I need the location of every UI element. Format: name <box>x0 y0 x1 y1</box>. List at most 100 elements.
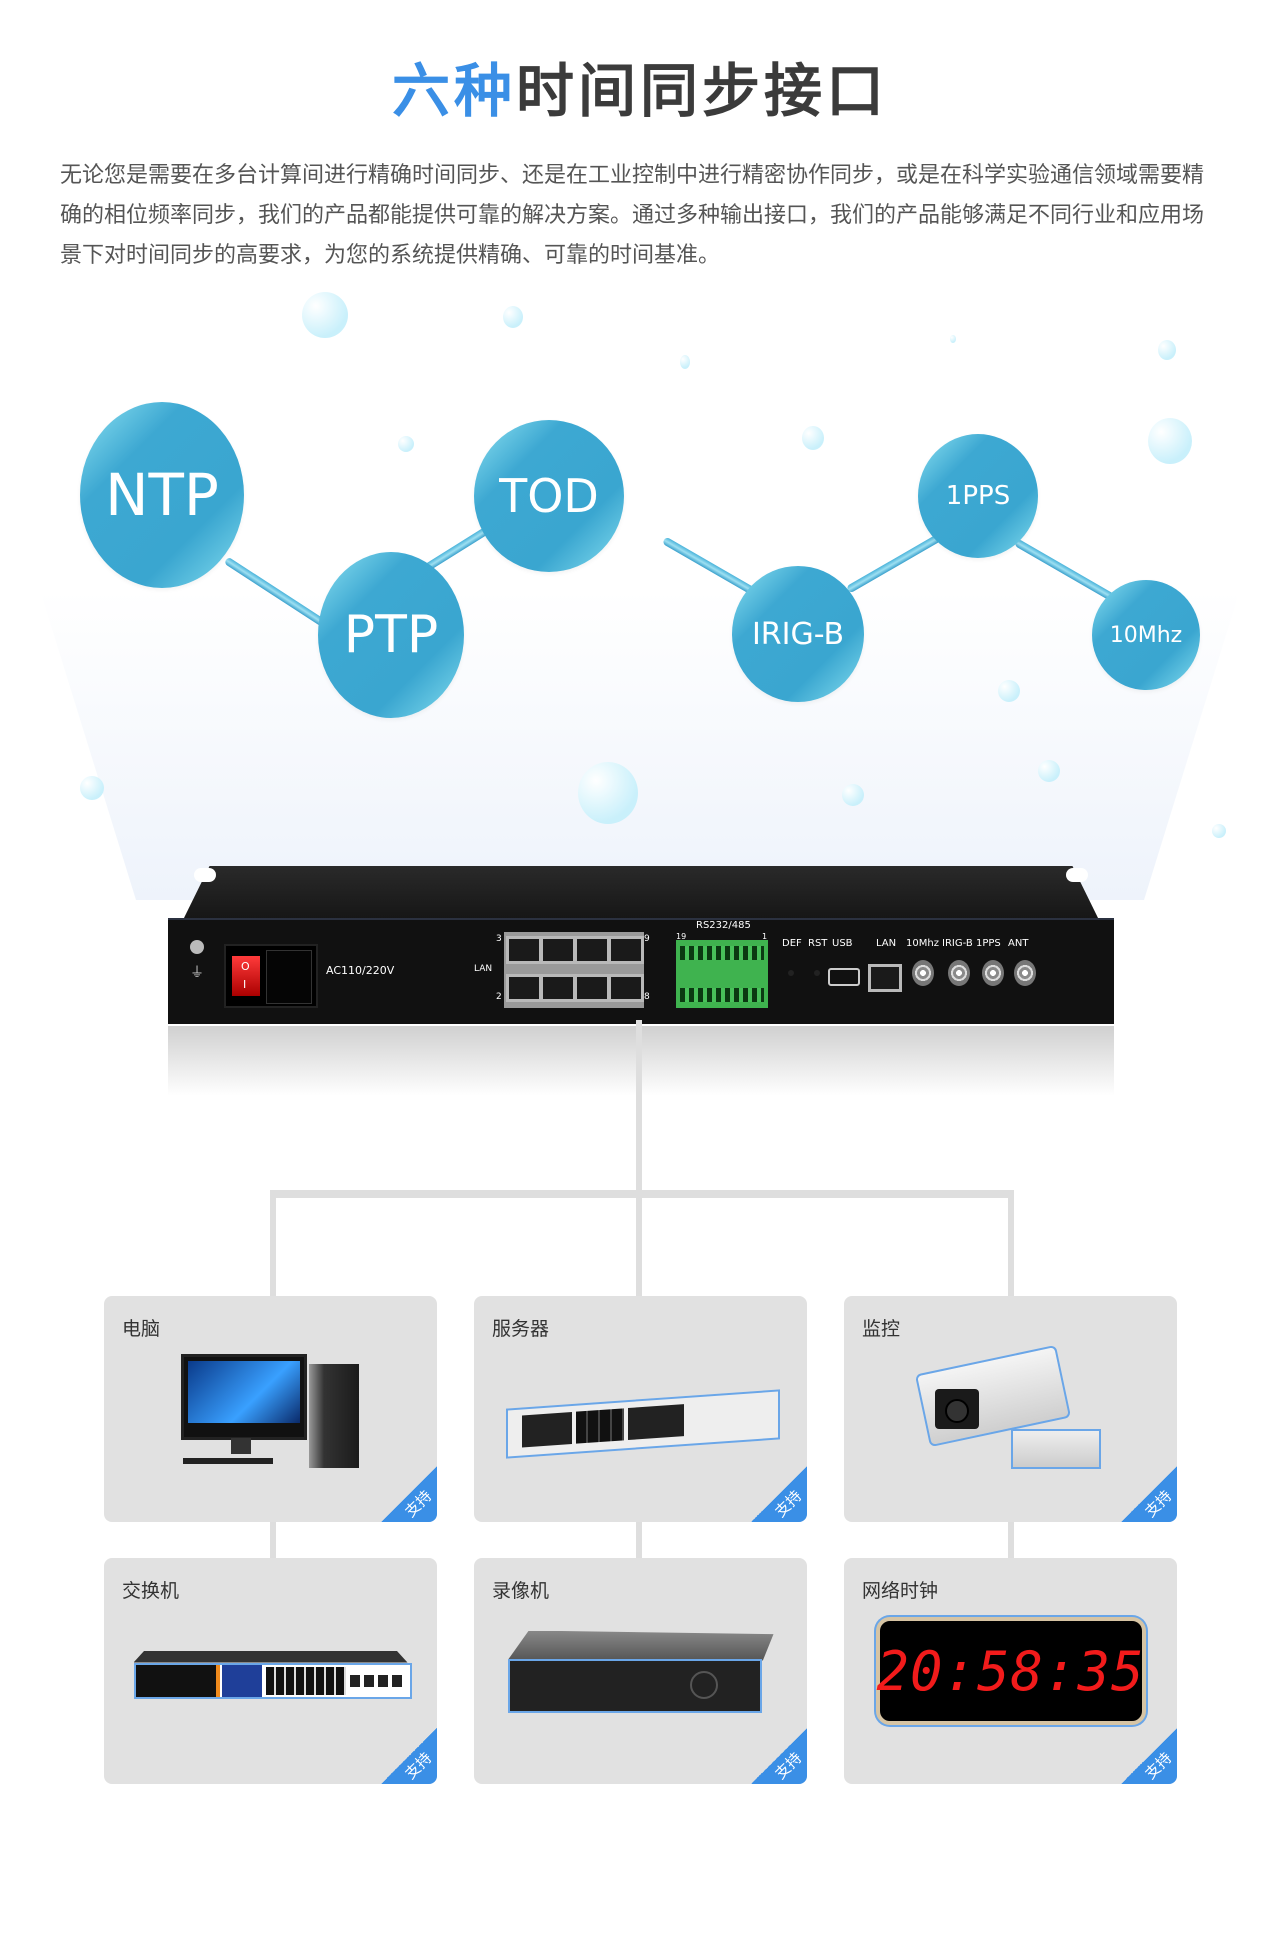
support-badge: 支持 <box>1121 1728 1177 1784</box>
rack-server-icon <box>505 1379 780 1459</box>
card-title: 网络时钟 <box>862 1580 939 1602</box>
lan-port[interactable] <box>608 974 644 1002</box>
interface-node-ptp: PTP <box>318 552 464 718</box>
lan-group-label: LAN <box>474 964 493 974</box>
connector-tod-irigb <box>662 536 760 598</box>
page-title: 六种时间同步接口 <box>0 44 1280 128</box>
serial-terminal-block[interactable] <box>676 940 768 1008</box>
management-lan-port[interactable] <box>868 964 902 992</box>
card-title: 监控 <box>862 1318 901 1340</box>
lan-port-block <box>504 932 644 1008</box>
bnc-connector-10mhz[interactable] <box>912 960 934 986</box>
bubble-decoration <box>302 292 348 338</box>
tree-drop-right <box>1008 1190 1014 1300</box>
support-badge: 支持 <box>381 1466 437 1522</box>
tree-branch <box>270 1190 1014 1198</box>
bubble-decoration <box>998 680 1020 702</box>
security-camera-icon <box>914 1344 1101 1479</box>
interface-label: NTP <box>105 461 219 529</box>
rst-label: RST <box>808 938 828 949</box>
support-badge: 支持 <box>381 1728 437 1784</box>
clock-time: 20:58:35 <box>876 1639 1145 1703</box>
ground-screw-icon <box>190 940 204 954</box>
rack-ear-hole <box>1066 868 1088 882</box>
lan-port[interactable] <box>540 936 576 964</box>
tree-link <box>636 1520 642 1560</box>
bubble-decoration <box>1212 824 1226 838</box>
card-title: 服务器 <box>492 1318 550 1340</box>
title-rest: 时间同步接口 <box>516 57 889 125</box>
output-label: 1PPS <box>976 938 1001 949</box>
serial-pin-label: 1 <box>762 932 768 941</box>
network-switch-icon <box>133 1650 412 1701</box>
device-card-recorder: 录像机 支持 <box>474 1558 807 1784</box>
bubble-decoration <box>398 436 414 452</box>
bnc-connector-1pps[interactable] <box>982 960 1004 986</box>
desktop-computer-icon <box>180 1353 361 1474</box>
interface-label: 10Mhz <box>1109 622 1183 648</box>
bnc-connector-irigb[interactable] <box>948 960 970 986</box>
device-card-surveillance: 监控 支持 <box>844 1296 1177 1522</box>
power-inlet <box>266 950 312 1004</box>
interface-node-irigb: IRIG-B <box>732 566 864 702</box>
lan-port[interactable] <box>506 974 542 1002</box>
lan-port[interactable] <box>540 974 576 1002</box>
rack-front-panel: ⏚ O I AC110/220V LAN 3 9 2 8 RS232/485 1… <box>168 918 1114 1024</box>
serial-label: RS232/485 <box>696 920 751 931</box>
support-badge: 支持 <box>1121 1466 1177 1522</box>
bubble-decoration <box>802 426 824 450</box>
interface-label: IRIG-B <box>751 616 845 652</box>
interface-node-tod: TOD <box>474 420 624 572</box>
digital-clock-icon: 20:58:35 <box>875 1617 1146 1725</box>
def-label: DEF <box>782 938 802 949</box>
badge-label: 支持 <box>771 1748 806 1783</box>
power-switch-module: O I <box>224 944 318 1008</box>
terminal-row <box>680 988 764 1002</box>
tree-link <box>1008 1520 1014 1560</box>
bubble-decoration <box>80 776 104 800</box>
card-title: 录像机 <box>492 1580 550 1602</box>
rack-ear-hole <box>194 868 216 882</box>
connector-irigb-1pps <box>846 530 947 594</box>
lan-port[interactable] <box>574 974 610 1002</box>
interface-label: TOD <box>499 469 599 523</box>
clock-display: 20:58:35 <box>875 1617 1146 1725</box>
power-switch[interactable]: O I <box>232 956 260 996</box>
rack-chassis-top <box>182 866 1100 922</box>
lan-port-number: 3 <box>496 934 502 944</box>
badge-label: 支持 <box>1141 1486 1176 1521</box>
output-label: ANT <box>1008 938 1029 949</box>
def-button[interactable] <box>788 970 794 976</box>
tree-drop-left <box>270 1190 276 1300</box>
lan-port[interactable] <box>574 936 610 964</box>
switch-off-mark: O <box>241 960 250 973</box>
card-title: 交换机 <box>122 1580 180 1602</box>
time-server-rear-panel: ⏚ O I AC110/220V LAN 3 9 2 8 RS232/485 1… <box>168 866 1114 1026</box>
lan-port[interactable] <box>506 936 542 964</box>
background-fan <box>40 590 1240 900</box>
video-recorder-icon <box>507 1630 774 1721</box>
usb-port[interactable] <box>828 968 860 986</box>
bnc-connector-ant[interactable] <box>1014 960 1036 986</box>
bubble-decoration <box>1038 760 1060 782</box>
badge-label: 支持 <box>771 1486 806 1521</box>
device-card-computer: 电脑 支持 <box>104 1296 437 1522</box>
tree-link <box>270 1520 276 1560</box>
lan-port-number: 9 <box>644 934 650 944</box>
power-label: AC110/220V <box>326 964 395 977</box>
lan-port-number: 8 <box>644 992 650 1002</box>
bubble-decoration <box>1158 340 1176 360</box>
switch-on-mark: I <box>243 978 247 991</box>
intro-paragraph: 无论您是需要在多台计算间进行精确时间同步、还是在工业控制中进行精密协作同步，或是… <box>60 163 1205 268</box>
lan-port[interactable] <box>608 936 644 964</box>
badge-label: 支持 <box>1141 1748 1176 1783</box>
serial-pin-label: 19 <box>676 932 687 941</box>
device-card-switch: 交换机 支持 <box>104 1558 437 1784</box>
rst-button[interactable] <box>814 970 820 976</box>
title-accent: 六种 <box>391 57 516 125</box>
bubble-decoration <box>680 355 690 369</box>
interface-node-ntp: NTP <box>80 402 244 588</box>
badge-label: 支持 <box>401 1486 436 1521</box>
terminal-row <box>680 946 764 960</box>
interface-node-10mhz: 10Mhz <box>1092 580 1200 690</box>
